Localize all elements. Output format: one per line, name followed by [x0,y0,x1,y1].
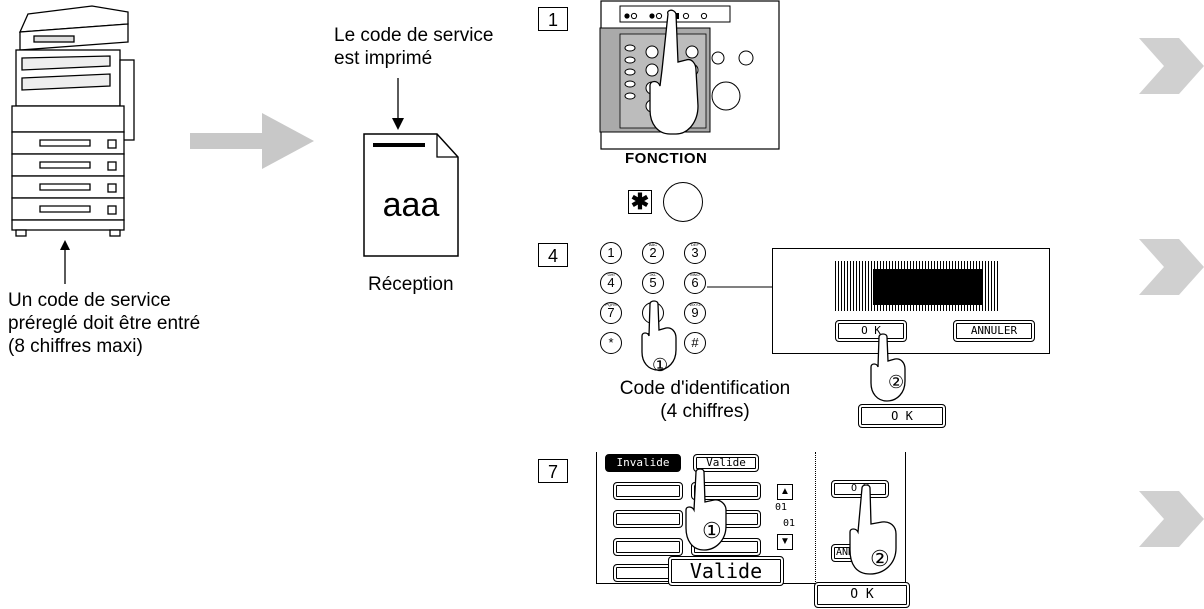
key-star[interactable]: * [600,332,622,354]
hand-icon [685,468,727,551]
ok-button-zoom[interactable]: O K [858,404,946,428]
control-panel-illustration [599,0,780,150]
printout-paper-text: aaa [382,186,440,224]
cancel-button[interactable]: ANNULER [953,320,1035,342]
id-display-value [873,269,983,305]
function-label: FONCTION [625,150,708,167]
copier-illustration [0,0,140,250]
flow-arrow [190,113,314,169]
divider [815,452,816,584]
step-7-number: 7 [538,459,568,483]
hand-icon [849,484,897,575]
printout-paper [363,133,459,257]
step-4-number: 4 [538,243,568,267]
list-field-1[interactable] [613,482,683,500]
step4-marker-2: ② [888,372,905,392]
function-button[interactable] [663,182,703,222]
id-code-caption: Code d'identification (4 chiffres) [619,378,791,422]
page-bottom: 01 [783,518,796,529]
step7-marker-2: ② [870,546,890,571]
list-field-3[interactable] [613,510,683,528]
printout-label: Réception [368,274,454,295]
ok-button-zoom[interactable]: O K [814,582,910,608]
lcd-screen-step4: O K ANNULER [772,248,1050,354]
list-field-5[interactable] [613,538,683,556]
ok-button[interactable]: O K [835,320,907,342]
page-top: 01 [775,502,788,513]
key-hash[interactable]: # [684,332,706,354]
copier-pointer-arrow [60,240,70,284]
printout-caption: Le code de service est imprimé [334,25,494,69]
star-key-icon[interactable]: ✱ [628,190,652,214]
step4-marker-1: ① [652,355,669,375]
printout-pointer-arrow [392,78,404,130]
ok-button[interactable]: O K [831,480,889,498]
step-1-number: 1 [538,7,568,31]
valid-button[interactable]: Valide [693,454,759,472]
list-field-2[interactable] [691,482,761,500]
scroll-up-button[interactable]: ▲ [777,484,793,500]
next-chevron-2 [1139,239,1204,295]
next-chevron-1 [1139,38,1204,94]
step7-marker-1: ① [702,518,722,543]
key-1[interactable]: 1 [600,242,622,264]
hand-icon [870,333,906,402]
hand-icon [641,300,677,371]
scroll-down-button[interactable]: ▼ [777,534,793,550]
next-chevron-3 [1139,491,1204,547]
invalid-button[interactable]: Invalide [605,454,681,472]
copier-caption: Un code de service préreglé doit être en… [8,290,201,357]
valid-button-zoom[interactable]: Valide [668,556,784,586]
